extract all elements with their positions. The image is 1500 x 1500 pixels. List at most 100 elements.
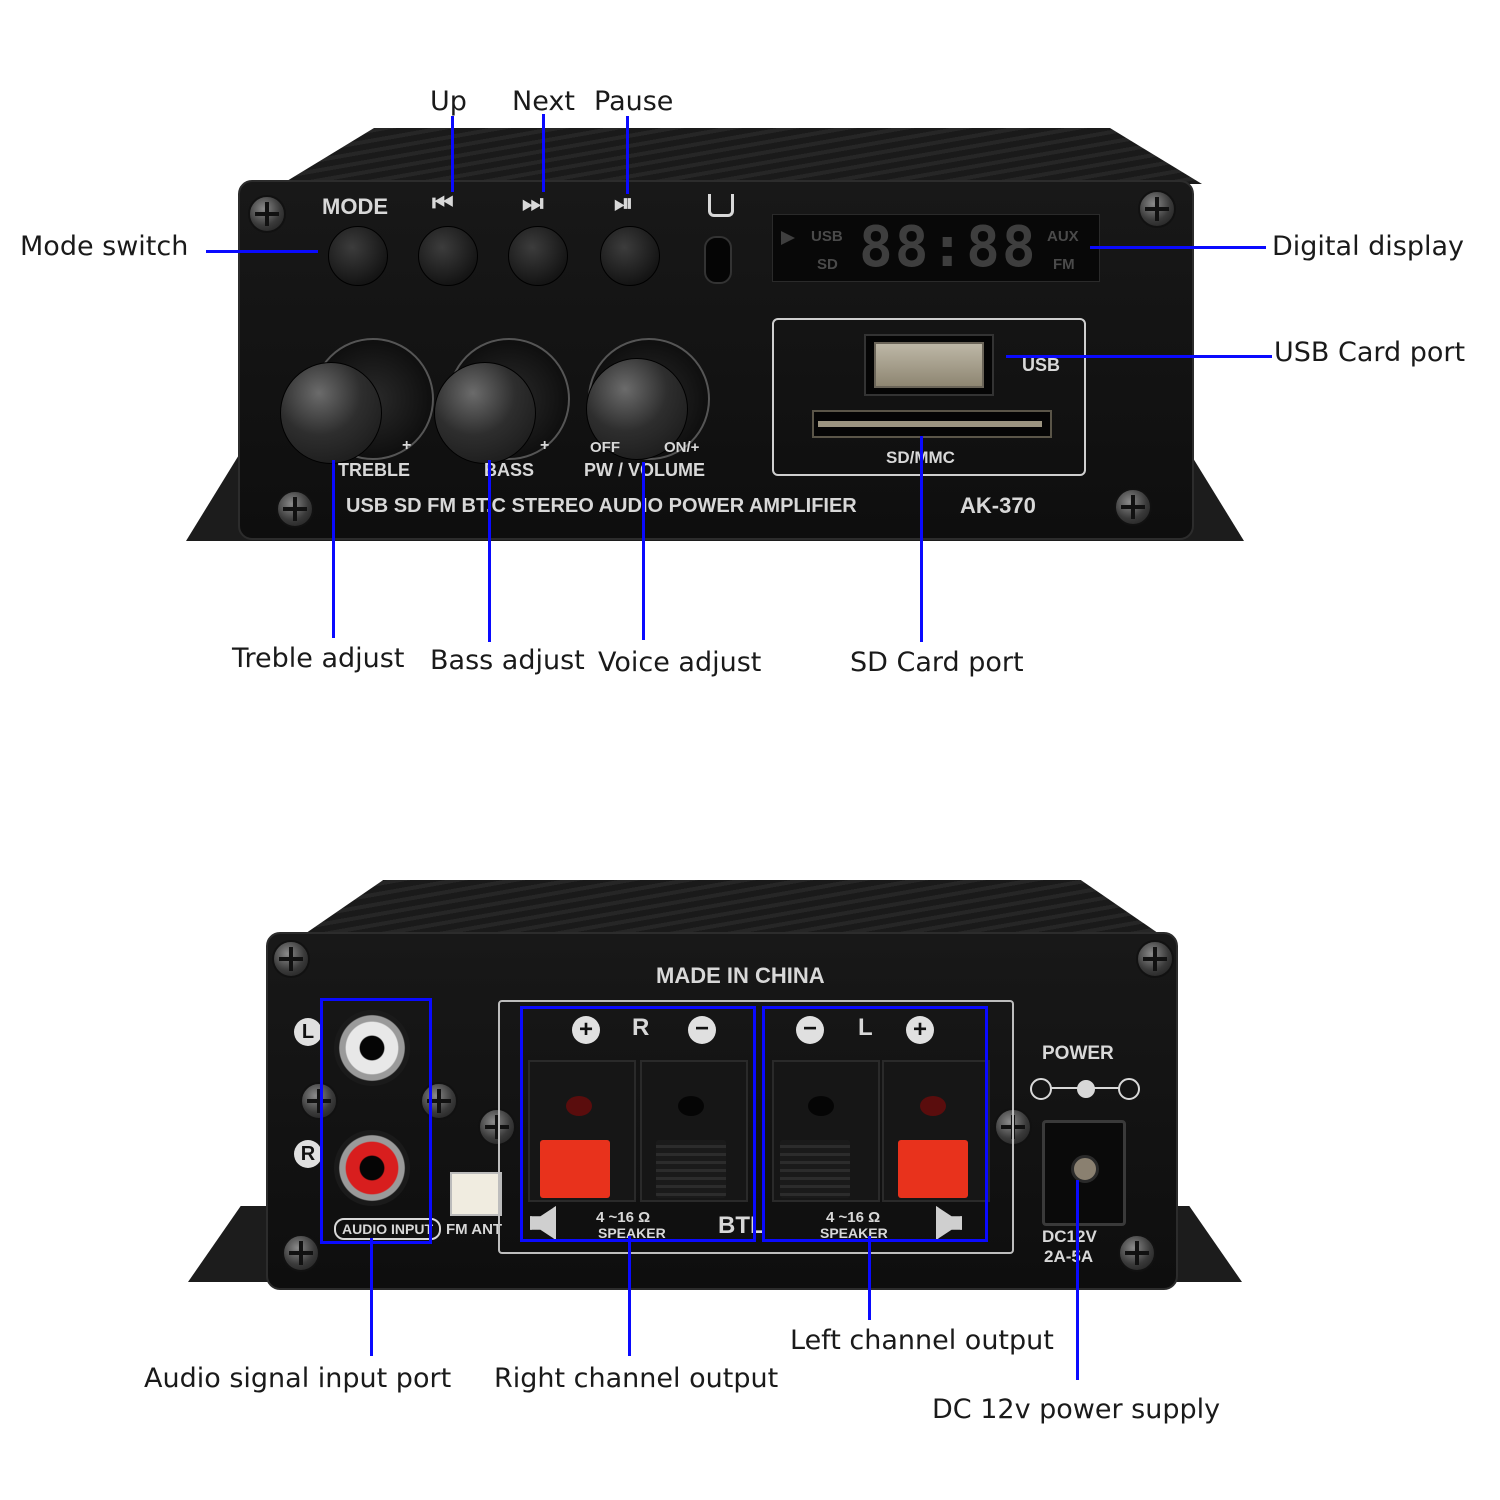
usb-port-label: USB [1022,355,1061,375]
rear-heatsink-top [296,880,1168,940]
callout-up: Up [430,86,467,117]
fm-antenna-connector[interactable] [450,1172,502,1216]
callout-digital-display: Digital display [1272,231,1465,262]
next-button[interactable] [508,226,568,286]
usb-c-icon [708,194,734,217]
usb-c-port[interactable] [704,236,732,284]
audio-input-label: AUDIO INPUT [334,1218,441,1240]
terminal-hole [920,1096,946,1116]
screw-icon [1138,190,1176,228]
screw-icon [478,1108,516,1146]
screw-icon [1118,1234,1156,1272]
display-digits: 88:88 [859,215,1038,280]
amp-rating-label: 2A-5A [1044,1247,1094,1266]
screw-icon [276,490,314,528]
leader-right-output [628,1236,631,1356]
callout-mode-switch: Mode switch [20,231,189,262]
polarity-icon [1030,1076,1140,1100]
callout-sd-card-port: SD Card port [850,647,1024,678]
usb-port[interactable] [864,334,994,396]
screw-icon [282,1234,320,1272]
callout-usb-card-port: USB Card port [1274,337,1466,368]
leader-mode-switch [206,250,318,253]
card-bay [772,318,1086,476]
right-minus-icon: − [688,1016,716,1044]
callout-dc-power-supply: DC 12v power supply [932,1394,1221,1425]
polarity-minus [1030,1078,1052,1100]
screw-icon [248,195,286,233]
leader-left-output [868,1236,871,1320]
screw-icon [300,1082,338,1120]
bass-knob[interactable] [434,362,536,464]
callout-treble-adjust: Treble adjust [232,643,405,674]
polarity-plus [1118,1078,1140,1100]
right-output-highlight [520,1006,756,1242]
display-fm-indicator: FM [1053,256,1075,273]
leader-usb-card-port [1006,355,1272,358]
terminal-hole [566,1096,592,1116]
speaker-terminal-frame [498,1000,1014,1254]
callout-left-channel-output: Left channel output [790,1325,1054,1356]
sd-card-slot[interactable] [812,410,1052,438]
screw-icon [1136,940,1174,978]
leader-voice-adjust [642,462,645,640]
play-icon [781,231,795,245]
bass-label: BASS [484,460,535,480]
treble-knob[interactable] [280,362,382,464]
screw-icon [272,940,310,978]
left-minus-icon: − [796,1016,824,1044]
leader-audio-input [370,1238,373,1356]
left-plus-lever[interactable] [898,1140,968,1198]
dc-rating-label: DC12V [1042,1227,1097,1246]
callout-next: Next [512,86,575,117]
next-icon: ⏭ [522,190,544,217]
rca-right-jack[interactable] [334,1130,410,1206]
volume-on-label: ON/+ [664,439,700,456]
bass-plus: + [540,437,550,454]
left-ohm-label: 4 ~16 Ω [826,1209,881,1226]
right-minus-lever[interactable] [656,1140,726,1198]
mode-label: MODE [322,194,388,219]
right-plus-icon: + [572,1016,600,1044]
left-minus-lever[interactable] [780,1140,850,1198]
terminal-hole [808,1096,834,1116]
display-usb-indicator: USB [811,228,843,245]
front-amplifier-view: MODE ⏮ ⏭ ⏯ USB SD 88:88 AUX FM + + TREBL… [0,0,1500,720]
treble-plus: + [402,437,412,454]
leader-sd-card-port [920,436,923,642]
mode-button[interactable] [328,226,388,286]
product-description: USB SD FM BT.C STEREO AUDIO POWER AMPLIF… [346,495,857,517]
rca-left-jack[interactable] [334,1010,410,1086]
right-speaker-text: SPEAKER [598,1225,666,1241]
leader-pause [626,116,629,194]
btl-label: BTL [718,1212,765,1239]
leader-dc-power [1076,1180,1079,1380]
callout-bass-adjust: Bass adjust [430,645,585,676]
audio-input-highlight [320,998,432,1244]
made-in-label: MADE IN CHINA [656,963,825,988]
display-sd-indicator: SD [817,256,838,273]
treble-label: TREBLE [338,460,410,480]
left-plus-icon: + [906,1016,934,1044]
volume-off-label: OFF [590,439,620,456]
up-button[interactable] [418,226,478,286]
right-ohm-label: 4 ~16 Ω [596,1209,651,1226]
right-plus-lever[interactable] [540,1140,610,1198]
rear-amplifier-view: MADE IN CHINA L R AUDIO INPUT FM ANT + R… [0,760,1500,1500]
leader-treble-adjust [332,460,335,638]
sd-slot-contacts [818,421,1042,427]
pause-button[interactable] [600,226,660,286]
left-output-highlight [762,1006,988,1242]
power-label: POWER [1042,1043,1114,1064]
previous-icon: ⏮ [432,190,454,217]
dc-power-jack[interactable] [1042,1120,1126,1226]
leader-bass-adjust [488,460,491,642]
fm-antenna-label: FM ANT [446,1221,503,1238]
dc-jack-pin [1071,1155,1099,1183]
right-channel-badge: R [294,1140,322,1168]
terminal-hole [678,1096,704,1116]
callout-audio-signal-input-port: Audio signal input port [144,1363,452,1394]
volume-knob[interactable] [586,358,688,460]
leader-next [542,114,545,192]
front-heatsink-top [282,128,1202,184]
